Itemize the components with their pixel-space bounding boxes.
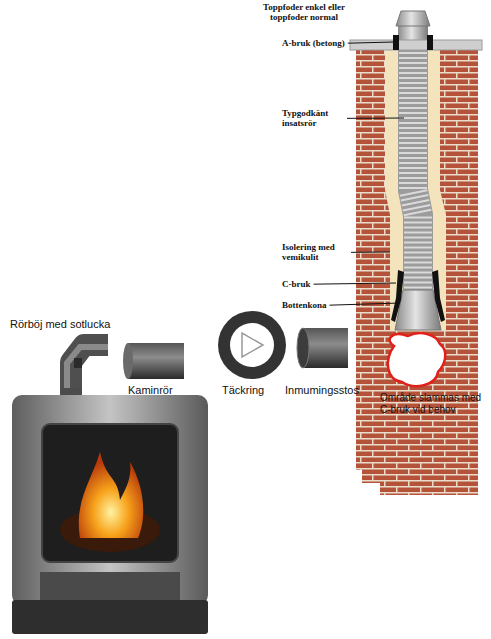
part-label: Bottenkona [282,300,327,310]
part-label: Kaminrör [128,384,173,397]
part-label: Toppfoder enkel eller toppfoder normal [254,2,354,23]
part-label: Täckring [222,384,264,397]
leader-line [351,252,390,253]
part-label: A-bruk (betong) [282,38,345,48]
leader-line [347,118,404,119]
leader-lines [314,42,404,305]
cover-ring [218,311,286,379]
leader-line [314,283,396,284]
part-label: Typgodkänt insatsrör [282,108,344,129]
stove [12,384,208,634]
leader-line [348,42,394,43]
part-label: C-bruk [282,279,311,289]
part-label: Område slammas med C-bruk vid behov [380,392,486,415]
leader-line [330,303,400,305]
liner-pipe [350,11,482,330]
elbow-pipe [67,345,108,388]
part-label: Rörböj med sotlucka [10,318,110,331]
wall-sleeve [297,328,348,368]
part-label: Isolering med vemikulit [282,242,348,263]
part-label: Inmumingsstos [285,384,359,397]
stove-pipe [123,343,184,379]
